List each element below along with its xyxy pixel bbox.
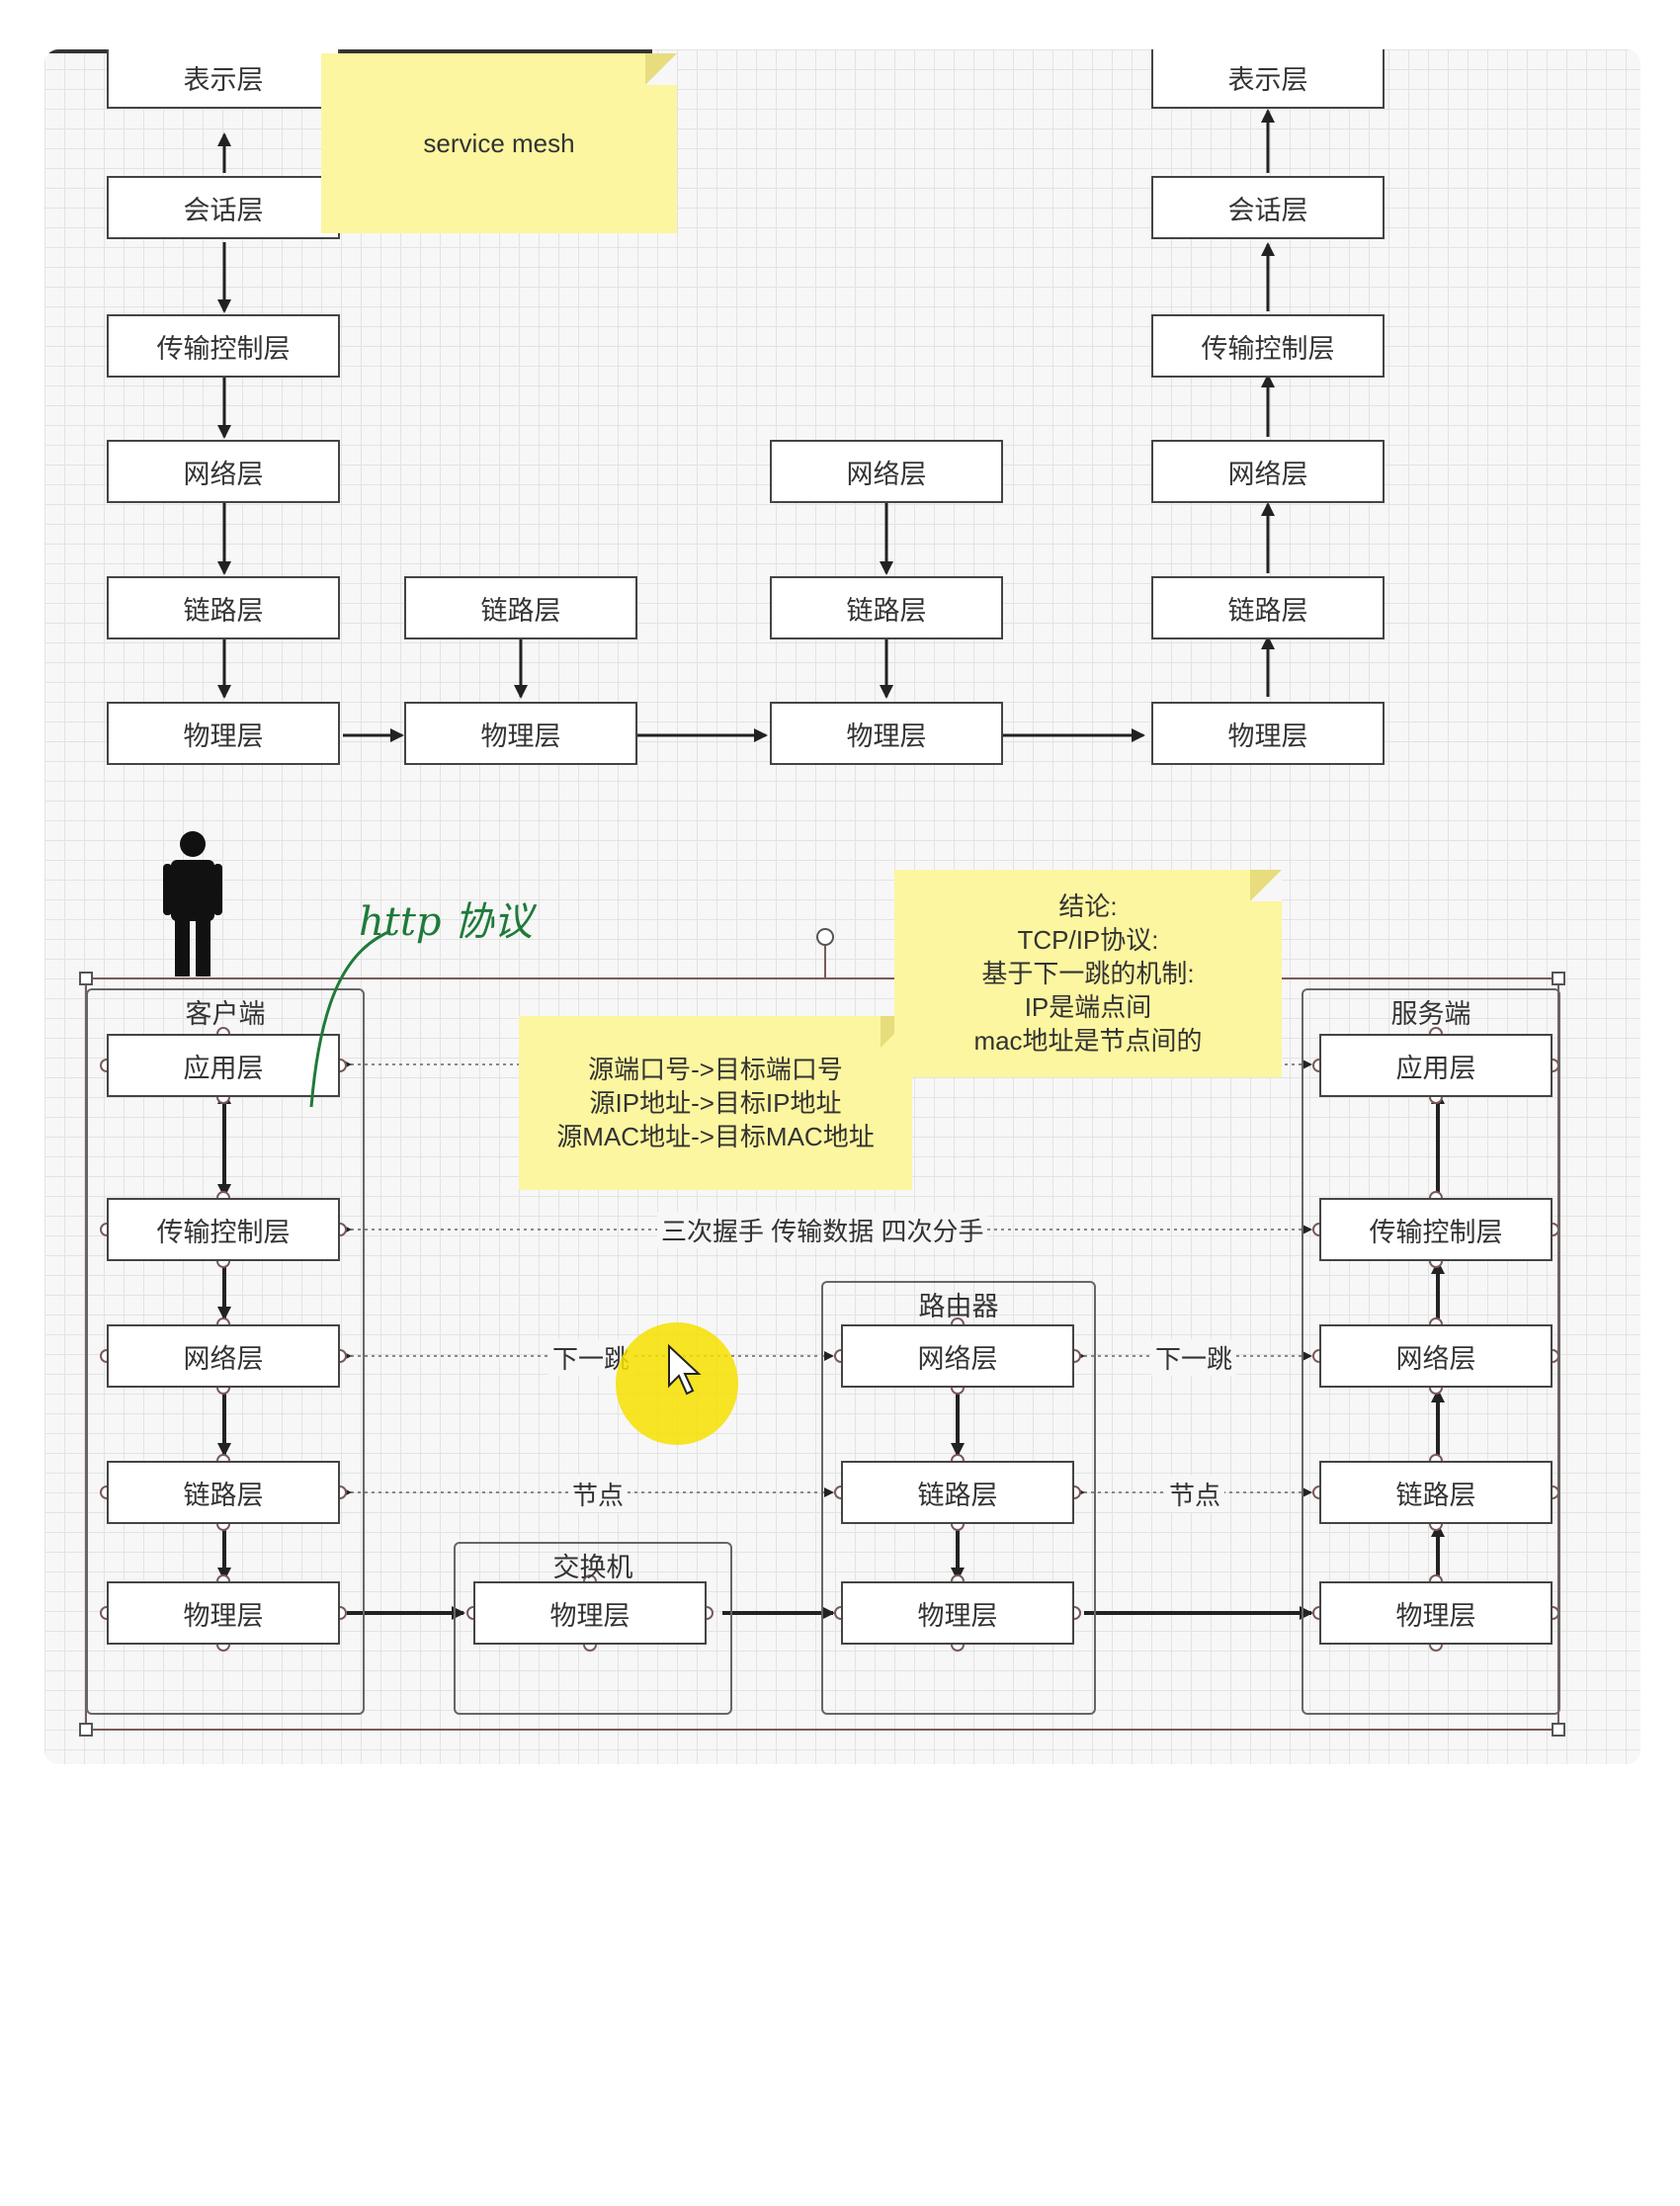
hop3-network-layer: 网络层 xyxy=(770,440,1003,503)
conclusion-line-5: mac地址是节点间的 xyxy=(973,1026,1203,1056)
router-group: 路由器 xyxy=(821,1281,1096,1715)
service-mesh-label: service mesh xyxy=(423,128,575,158)
router-network-layer: 网络层 xyxy=(841,1324,1074,1388)
server-link-layer: 链路层 xyxy=(1319,1461,1553,1524)
person-icon xyxy=(163,831,222,976)
router-link-layer: 链路层 xyxy=(841,1461,1074,1524)
address-note: 源端口号->目标端口号 源IP地址->目标IP地址 源MAC地址->目标MAC地… xyxy=(519,1016,912,1190)
top-edge-line xyxy=(44,49,652,53)
server-application-layer: 应用层 xyxy=(1319,1034,1553,1097)
network-left-edge-label: 下一跳 xyxy=(548,1339,634,1376)
client-transport-layer: 传输控制层 xyxy=(107,1198,340,1261)
top-right-session-layer: 会话层 xyxy=(1151,176,1385,239)
client-link-layer: 链路层 xyxy=(107,1461,340,1524)
conclusion-line-4: IP是端点间 xyxy=(1024,992,1152,1022)
top-left-link-layer: 链路层 xyxy=(107,576,340,639)
switch-physical-layer: 物理层 xyxy=(473,1581,707,1645)
top-right-presentation-layer: 表示层 xyxy=(1151,49,1385,109)
note-fold-icon xyxy=(1250,870,1282,901)
client-application-layer: 应用层 xyxy=(107,1034,340,1097)
transport-edge-label: 三次握手 传输数据 四次分手 xyxy=(657,1212,988,1248)
top-left-network-layer: 网络层 xyxy=(107,440,340,503)
top-right-network-layer: 网络层 xyxy=(1151,440,1385,503)
client-network-layer: 网络层 xyxy=(107,1324,340,1388)
top-left-physical-layer: 物理层 xyxy=(107,702,340,765)
hop2-link-layer: 链路层 xyxy=(404,576,637,639)
conclusion-line-1: 结论: xyxy=(1058,891,1118,921)
hop3-physical-layer: 物理层 xyxy=(770,702,1003,765)
hop3-link-layer: 链路层 xyxy=(770,576,1003,639)
switch-group: 交换机 xyxy=(454,1542,732,1715)
client-physical-layer: 物理层 xyxy=(107,1581,340,1645)
network-right-edge-label: 下一跳 xyxy=(1151,1339,1237,1376)
conclusion-note: 结论: TCP/IP协议: 基于下一跳的机制: IP是端点间 mac地址是节点间… xyxy=(894,870,1282,1077)
router-title: 路由器 xyxy=(918,1292,999,1321)
conclusion-line-2: TCP/IP协议: xyxy=(1017,925,1159,955)
server-transport-layer: 传输控制层 xyxy=(1319,1198,1553,1261)
server-network-layer: 网络层 xyxy=(1319,1324,1553,1388)
note-fold-icon xyxy=(645,53,677,85)
handwriting-stroke xyxy=(309,929,391,1108)
server-physical-layer: 物理层 xyxy=(1319,1581,1553,1645)
diagram-canvas: 表示层 会话层 传输控制层 网络层 链路层 物理层 链路层 物理层 网络层 链路… xyxy=(44,49,1640,1764)
address-note-line-1: 源端口号->目标端口号 xyxy=(588,1055,843,1084)
server-title: 服务端 xyxy=(1390,999,1471,1029)
hop2-physical-layer: 物理层 xyxy=(404,702,637,765)
top-left-presentation-layer: 表示层 xyxy=(107,49,340,109)
top-right-physical-layer: 物理层 xyxy=(1151,702,1385,765)
top-right-link-layer: 链路层 xyxy=(1151,576,1385,639)
link-right-edge-label: 节点 xyxy=(1165,1476,1225,1512)
top-right-transport-layer: 传输控制层 xyxy=(1151,314,1385,378)
client-title: 客户端 xyxy=(185,999,266,1029)
switch-title: 交换机 xyxy=(552,1553,633,1582)
handwriting-http-protocol: http 协议 xyxy=(359,899,534,945)
address-note-line-3: 源MAC地址->目标MAC地址 xyxy=(556,1122,875,1151)
router-physical-layer: 物理层 xyxy=(841,1581,1074,1645)
link-left-edge-label: 节点 xyxy=(568,1476,629,1512)
address-note-line-2: 源IP地址->目标IP地址 xyxy=(589,1088,842,1118)
service-mesh-note: service mesh xyxy=(321,53,677,233)
top-left-transport-layer: 传输控制层 xyxy=(107,314,340,378)
top-left-session-layer: 会话层 xyxy=(107,176,340,239)
conclusion-line-3: 基于下一跳的机制: xyxy=(981,959,1195,988)
